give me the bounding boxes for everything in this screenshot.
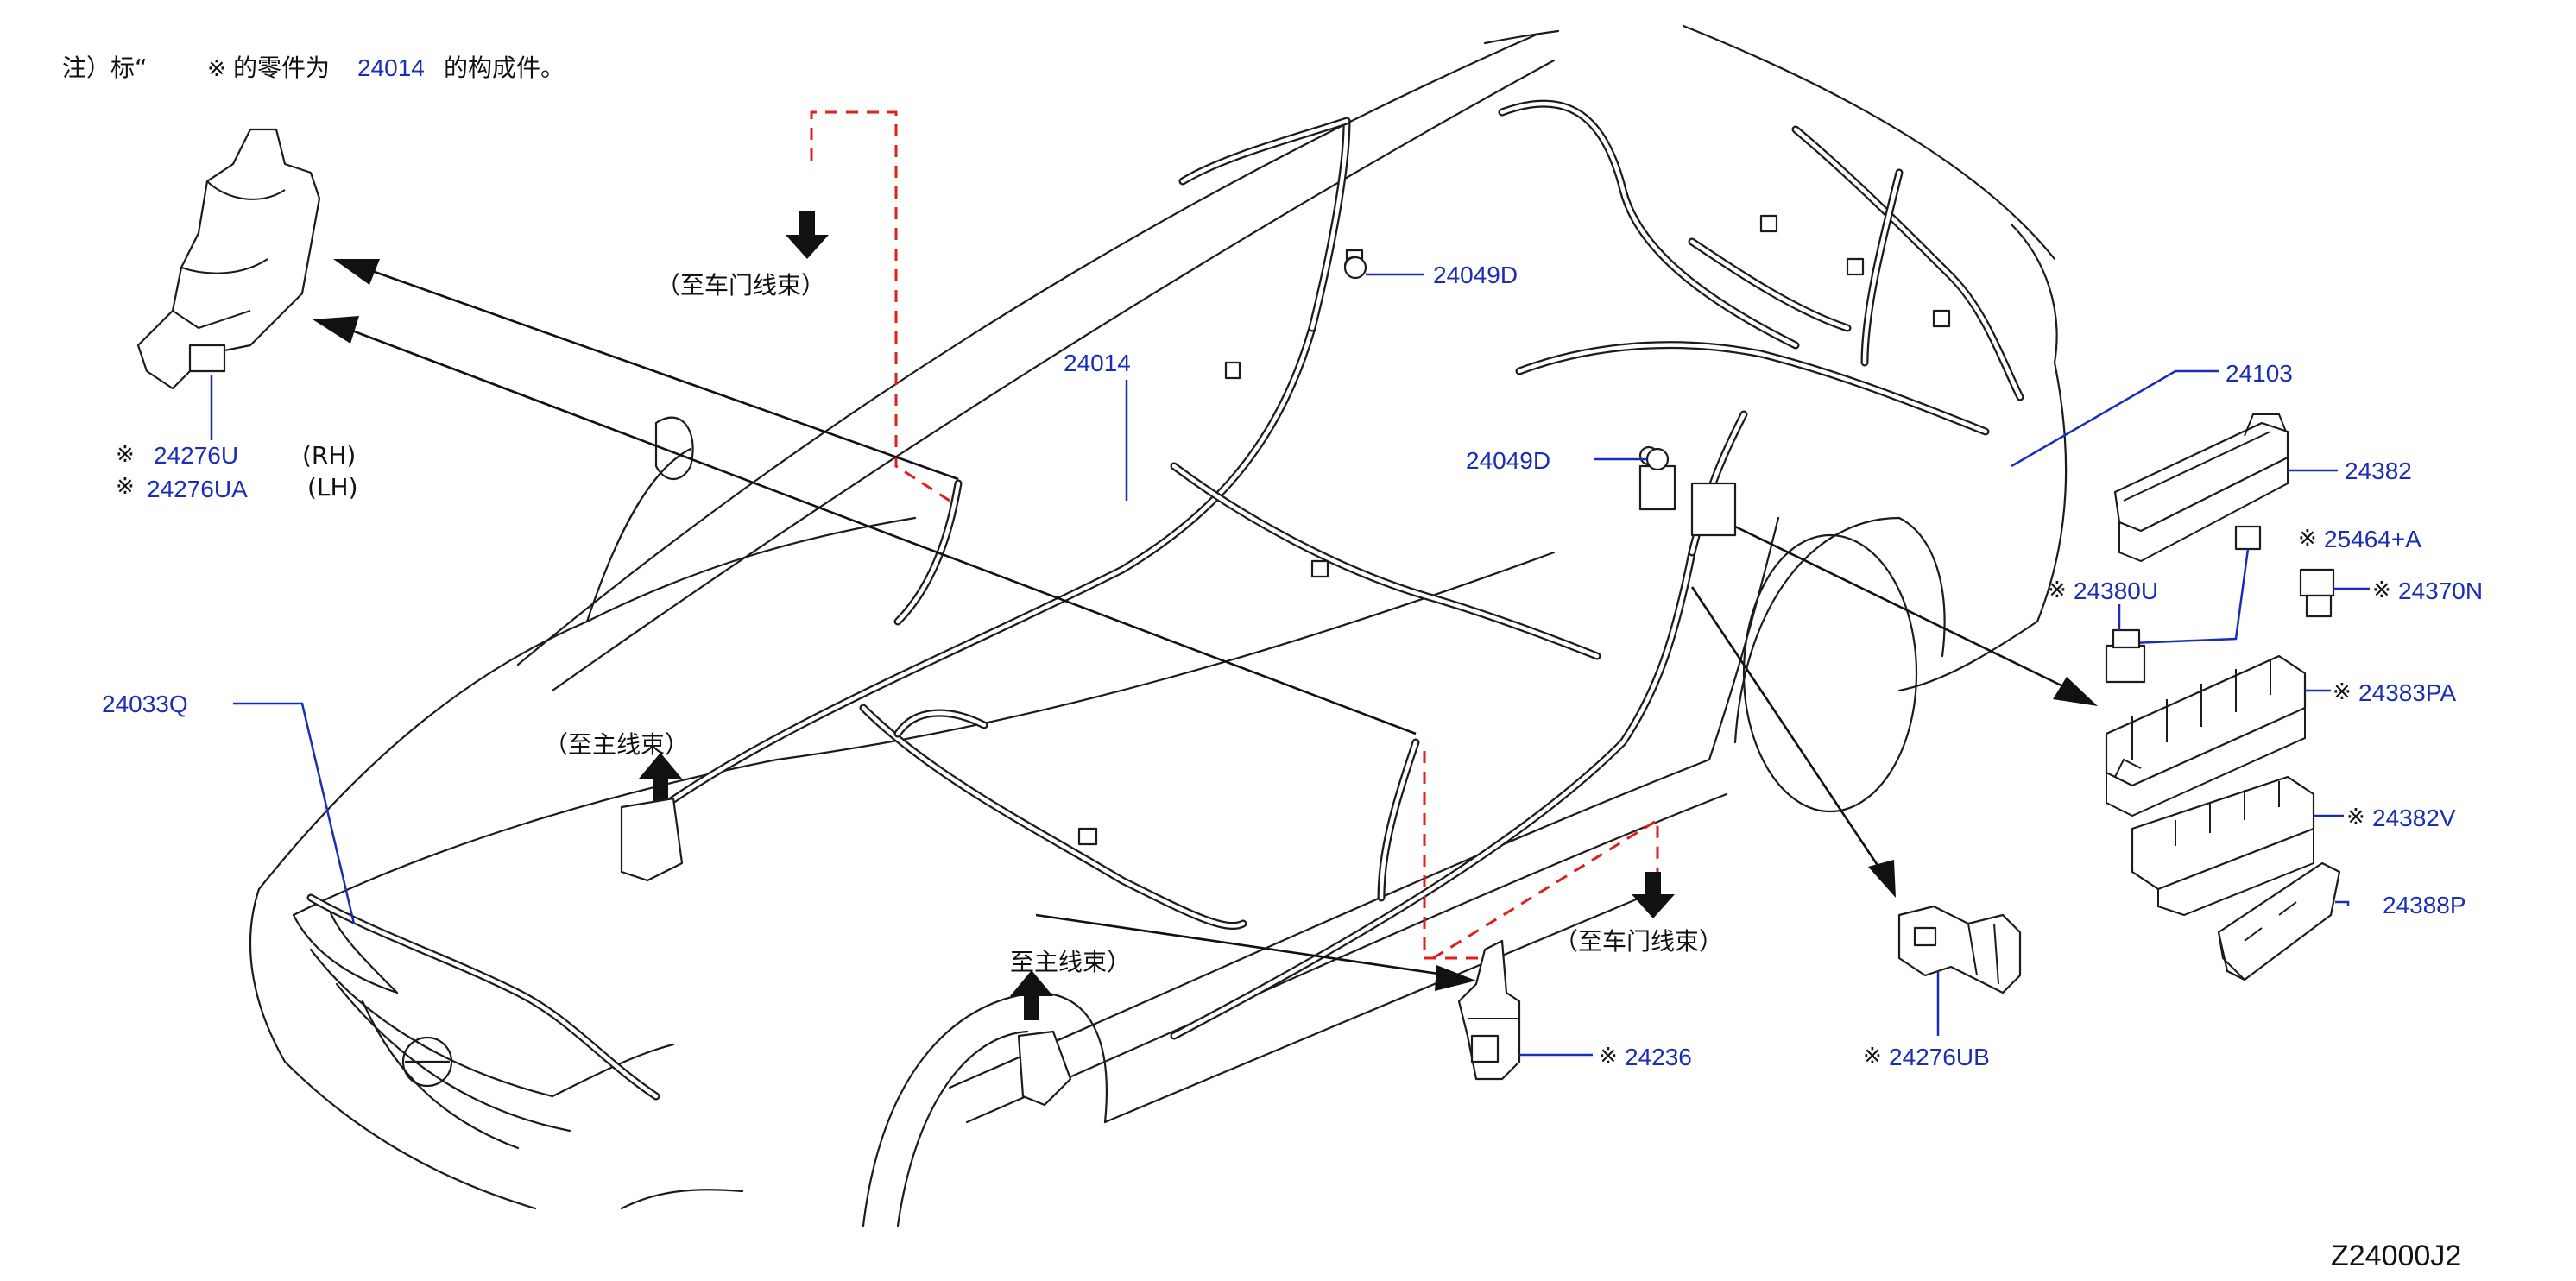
part-24049D-grommet-top [1343, 256, 1367, 280]
callout-24370N: 24370N [2398, 577, 2483, 604]
door-harness-dashed-lines [810, 110, 1659, 960]
callout-24388P: 24388P [2383, 892, 2466, 918]
marker-24383PA: ※ [2333, 679, 2352, 705]
label-to-main-harness-left: （至主线束） [544, 730, 689, 759]
label-to-door-harness-right: （至车门线束） [1554, 927, 1723, 956]
marker-24380U: ※ [2048, 577, 2067, 603]
marker-24276UB: ※ [1863, 1044, 1882, 1070]
label-lh: (LH) [307, 473, 358, 502]
note-suffix: 的构成件。 [444, 54, 565, 82]
body-harness-24014 [306, 99, 2024, 1101]
part-24388P-bracket [2217, 861, 2341, 981]
note-mark: ※ [207, 56, 226, 82]
callout-24103: 24103 [2226, 360, 2293, 387]
part-24049D-grommet-mid [1645, 447, 1670, 471]
callout-24276UA: 24276UA [147, 476, 248, 502]
label-to-door-harness-top: （至车门线束） [656, 271, 825, 300]
marker-24370N: ※ [2372, 577, 2391, 603]
car-body-outline [249, 24, 2068, 1227]
part-24276UB-bracket [1897, 905, 2022, 994]
part-25464A-relay [2234, 525, 2262, 551]
callout-24380U: 24380U [2074, 577, 2158, 604]
label-rh: (RH) [302, 441, 356, 470]
part-24380U-relay [2105, 628, 2146, 684]
connector-front-wheel [1017, 1030, 1072, 1107]
callout-24382V: 24382V [2372, 805, 2456, 831]
marker-24276U: ※ [116, 442, 135, 468]
part-24276U-bracket [136, 128, 321, 390]
leader-24033Q [233, 702, 356, 924]
callout-24382: 24382 [2345, 458, 2412, 484]
part-24383PA-fuse-block [2105, 654, 2307, 817]
part-24382V-lower-box [2131, 775, 2315, 917]
callout-24276UB: 24276UB [1889, 1044, 1990, 1070]
part-24382-fuse-box-cover [2113, 413, 2289, 563]
part-24370N-relay [2299, 568, 2335, 618]
pointer-arrows [313, 211, 2098, 1020]
marker-24382V: ※ [2346, 805, 2365, 830]
marker-24276UA: ※ [116, 474, 135, 500]
callout-24049D-top: 24049D [1433, 262, 1518, 288]
callout-24049D-mid: 24049D [1466, 447, 1550, 474]
note-middle: 的零件为 [233, 54, 330, 82]
part-24236-bracket [1457, 939, 1521, 1081]
callout-25464A: 25464+A [2324, 526, 2421, 552]
note-part: 24014 [357, 54, 425, 81]
connector-main-left [620, 797, 684, 882]
callout-24236: 24236 [1625, 1044, 1692, 1070]
callout-24014: 24014 [1064, 350, 1131, 376]
callout-24276U: 24276U [154, 442, 238, 469]
diagram-code: Z24000J2 [2331, 1240, 2461, 1272]
leader-25464A [2131, 548, 2250, 645]
note-prefix: 注）标“ [62, 54, 148, 82]
callout-24383PA: 24383PA [2358, 679, 2456, 706]
callout-24033Q: 24033Q [102, 691, 188, 717]
marker-24236: ※ [1599, 1044, 1618, 1070]
label-to-main-harness-bottom: 至主线束） [1010, 948, 1131, 976]
leader-24388P [2335, 900, 2350, 906]
leader-24103 [2011, 369, 2219, 468]
marker-25464A: ※ [2298, 526, 2317, 552]
